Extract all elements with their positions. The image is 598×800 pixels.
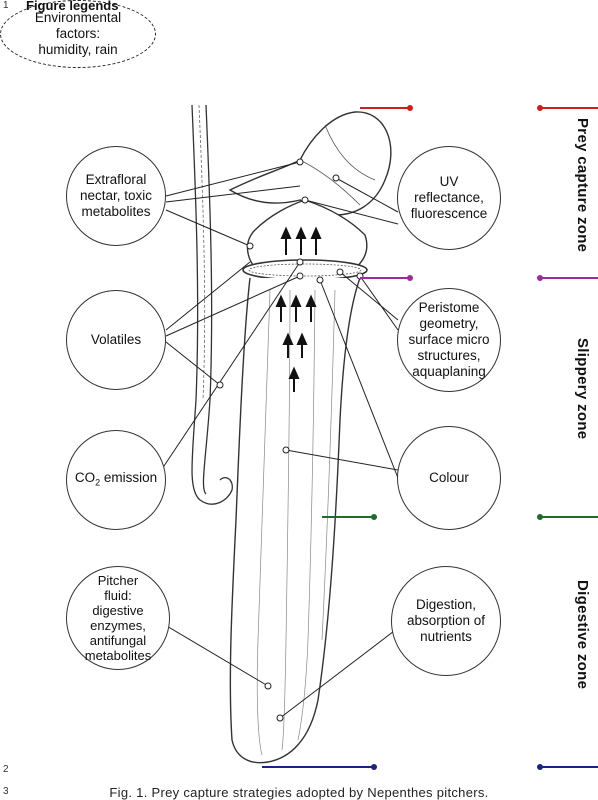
env-line: factors:	[55, 26, 101, 41]
leader-lines	[159, 161, 399, 719]
circle-text: Pitcher	[97, 573, 139, 588]
line-number: 2	[3, 764, 9, 775]
circle-text: fluorescence	[410, 206, 488, 221]
co2-subscript: 2	[95, 477, 101, 488]
line-number: 3	[3, 786, 9, 797]
circle-text: Peristome	[418, 300, 480, 315]
circle-text: surface micro	[408, 332, 490, 347]
circle-volatiles: Volatiles	[66, 290, 166, 390]
pitcher-lid	[228, 111, 392, 216]
circle-text: metabolites	[84, 648, 152, 663]
circle-text: aquaplaning	[412, 364, 486, 379]
circle-pitcher-fluid: Pitcher fluid: digestive enzymes, antifu…	[66, 566, 170, 670]
circle-text: Extrafloral	[85, 172, 147, 187]
circle-text: metabolites	[81, 204, 151, 219]
env-line: humidity, rain	[38, 42, 118, 57]
co2-text-rest: emission	[100, 469, 158, 485]
tendril	[191, 104, 233, 505]
circle-uv-reflectance: UV reflectance, fluorescence	[397, 146, 501, 250]
circle-text: Volatiles	[90, 332, 142, 347]
co2-text: CO	[74, 469, 96, 485]
zone-label-slippery: Slippery zone	[574, 338, 591, 440]
circle-text: nutrients	[420, 629, 472, 644]
circle-text: absorption of	[406, 613, 486, 628]
circle-text: structures,	[417, 348, 481, 363]
circle-text: nectar, toxic	[79, 188, 153, 203]
figure-caption: Fig. 1. Prey capture strategies adopted …	[109, 785, 489, 800]
zone-markers	[262, 105, 598, 770]
zone-label-digestive: Digestive zone	[574, 580, 591, 690]
circle-text: UV reflectance,	[414, 174, 484, 205]
pitcher-body	[229, 277, 361, 764]
pitcher-neck	[246, 199, 368, 273]
tendril-dashed	[198, 104, 206, 401]
env-line: Environmental	[34, 10, 122, 25]
circle-extrafloral-nectar: Extrafloral nectar, toxic metabolites	[66, 146, 166, 246]
peristome-ring	[242, 259, 368, 281]
circle-text: fluid:	[104, 588, 132, 603]
circle-text: digestive	[92, 603, 144, 618]
environmental-factors-bubble: Environmental factors: humidity, rain	[0, 0, 156, 68]
circle-text: enzymes,	[90, 618, 146, 633]
circle-text: antifungal	[89, 633, 147, 648]
upward-arrows	[275, 226, 322, 392]
circle-digestion: Digestion, absorption of nutrients	[391, 566, 501, 676]
circle-co2-emission: CO2 emission	[66, 430, 166, 530]
circle-text: Digestion,	[415, 597, 477, 612]
circle-text: Colour	[429, 470, 469, 485]
leader-dots	[216, 158, 364, 722]
circle-text: geometry,	[419, 316, 479, 331]
circle-peristome-geometry: Peristome geometry, surface micro struct…	[397, 288, 501, 392]
circle-colour: Colour	[397, 426, 501, 530]
line-number: 1	[3, 0, 9, 11]
zone-label-prey-capture: Prey capture zone	[574, 118, 591, 253]
figure-legends-heading: Figure legends	[26, 0, 119, 13]
co2-label: CO2 emission	[74, 469, 158, 488]
tendril-inner	[202, 104, 213, 495]
